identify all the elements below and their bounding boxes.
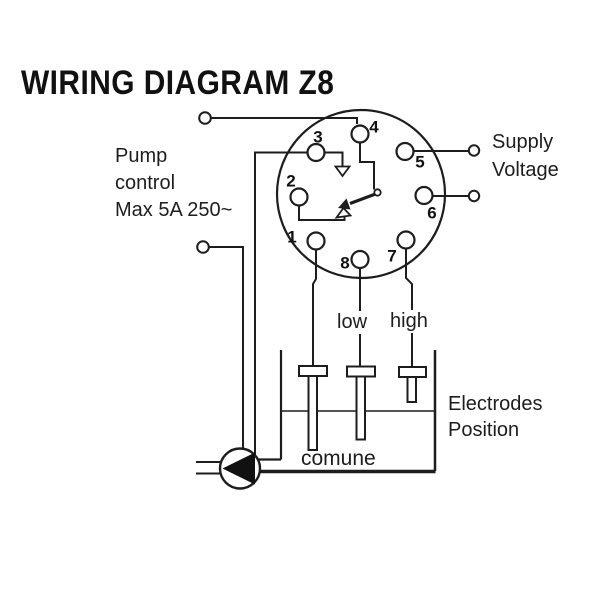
comune-electrode-label: comune [301, 447, 376, 470]
pin3-contact-lead [324, 151, 344, 166]
supply-terminal-top [467, 144, 481, 157]
pin-3-label: 3 [313, 127, 323, 147]
pin-5-circle [395, 141, 415, 162]
pump-control-label: Pump control Max 5A 250~ [115, 145, 233, 221]
pin-5-label: 5 [415, 152, 425, 172]
pump-symbol [196, 447, 262, 490]
electrodes-position-label: Electrodes Position [448, 393, 543, 441]
terminals [196, 111, 481, 254]
relay-pins [289, 124, 434, 270]
pin-7-circle [396, 230, 416, 250]
switch-lever-arrowhead [338, 198, 351, 210]
wire-terminal-to-pump [208, 246, 244, 449]
pin-2-circle [289, 187, 309, 207]
switch-pivot [373, 188, 382, 197]
page-title: WIRING DIAGRAM Z8 [21, 64, 335, 102]
pump-impeller-triangle [222, 452, 255, 485]
pin3-contact-arrow [333, 165, 352, 178]
high-electrode-label: high [387, 310, 431, 333]
pin-7-label: 7 [387, 246, 397, 266]
pin-8-circle [350, 249, 370, 270]
pin-2-label: 2 [286, 171, 296, 191]
electrode-low [346, 365, 376, 441]
pin-4-label: 4 [369, 117, 379, 137]
supply-voltage-label: Supply Voltage [492, 131, 559, 181]
electrode-comune [298, 365, 328, 451]
pump-control-terminal-bottom [196, 240, 210, 254]
switch-lever-arm [349, 192, 377, 205]
pin-8-label: 8 [340, 253, 350, 273]
pin2-contact-lead [298, 205, 346, 221]
pin-6-label: 6 [427, 203, 437, 223]
electrode-high [398, 366, 427, 403]
wire-pin1-to-comune-electrode [312, 249, 317, 366]
low-electrode-label: low [334, 311, 371, 334]
wire-pin7-to-high-electrode [405, 248, 413, 367]
wire-pin3-to-pump [254, 151, 308, 455]
pin-3-circle [306, 142, 326, 163]
pin-4-circle [350, 124, 370, 144]
pin2-contact-arrow [334, 206, 353, 219]
pump-control-terminal-top [198, 111, 212, 125]
pin-1-circle [306, 231, 326, 251]
pin-1-label: 1 [287, 227, 297, 247]
relay-switch-contacts [298, 142, 382, 221]
wire-terminal-to-pin4 [210, 117, 358, 124]
supply-terminal-bottom [467, 189, 481, 203]
pin-6-circle [414, 185, 434, 206]
pin4-common-lead [359, 142, 375, 190]
